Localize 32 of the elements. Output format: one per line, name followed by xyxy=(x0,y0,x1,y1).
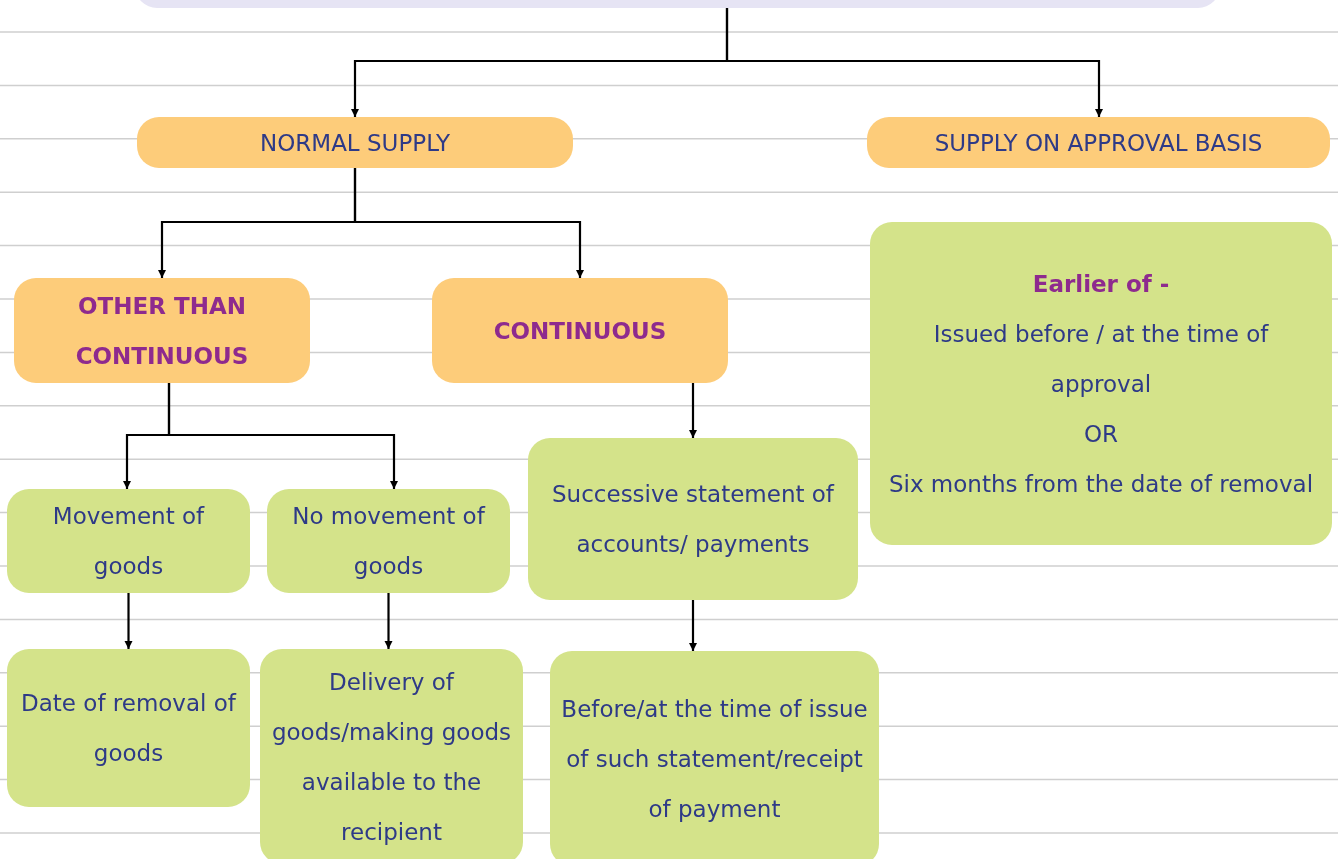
category-box xyxy=(137,117,573,168)
box-label: Movement of goods xyxy=(51,502,206,581)
box-label: Delivery of goods/making goods available to the recipient xyxy=(270,667,513,847)
box-label: CONTINUOUS xyxy=(493,316,667,346)
arrow xyxy=(689,383,697,438)
category-box xyxy=(867,117,1330,168)
box-label: SUPPLY ON APPROVAL BASIS xyxy=(934,128,1263,158)
box-label: Successive statement of accounts/ payments xyxy=(551,480,836,559)
box-label: Date of removal of goods xyxy=(20,689,238,768)
info-box xyxy=(528,438,858,600)
box-label: Issued before / at the time of approval xyxy=(932,319,1270,399)
category-box xyxy=(14,278,310,383)
info-box xyxy=(870,222,1332,545)
box-label: NORMAL SUPPLY xyxy=(260,128,450,158)
info-box xyxy=(267,489,510,593)
box-label: Six months from the date of removal xyxy=(888,469,1314,499)
arrow xyxy=(384,593,393,649)
info-box xyxy=(7,649,250,807)
arrow xyxy=(124,593,133,649)
box-label: OR xyxy=(1083,419,1119,449)
arrow xyxy=(353,168,584,278)
box-label: OTHER THAN CONTINUOUS xyxy=(74,291,250,371)
info-box xyxy=(7,489,250,593)
arrow xyxy=(689,600,697,651)
category-box xyxy=(432,278,728,383)
arrow xyxy=(725,8,1103,117)
arrow xyxy=(167,383,398,489)
box-heading: Earlier of - xyxy=(1032,269,1170,299)
info-box xyxy=(260,649,523,859)
box-label: Before/at the time of issue of such statement/receipt of payment xyxy=(560,694,869,824)
box-label: No movement of goods xyxy=(291,502,487,581)
info-box xyxy=(550,651,879,859)
